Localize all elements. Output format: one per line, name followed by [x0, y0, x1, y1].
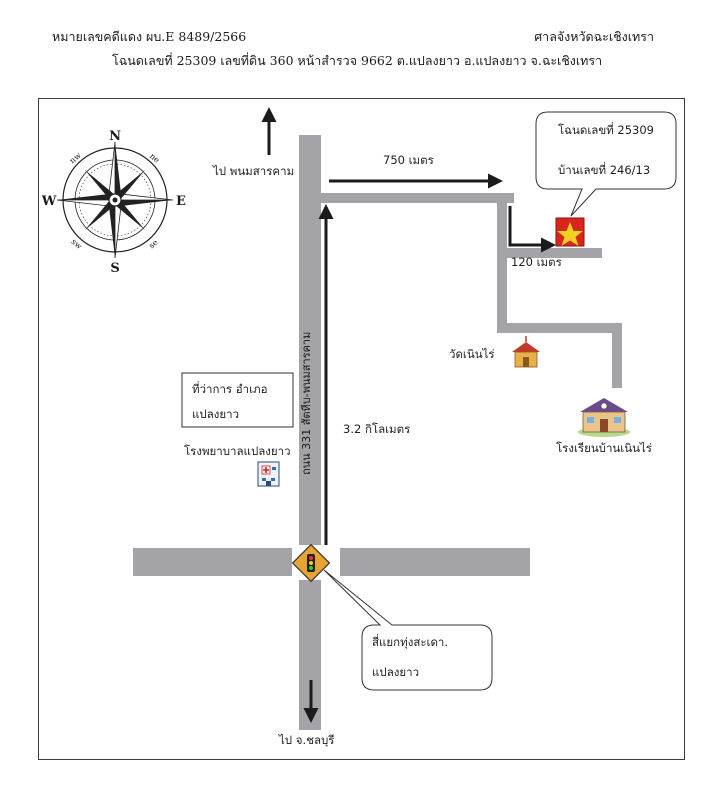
compass-rose: N S E W nw ne sw se [41, 129, 186, 276]
property-marker-icon [555, 217, 585, 247]
compass-w: W [41, 194, 57, 209]
distance-120m-label: 120 เมตร [511, 255, 562, 269]
hospital-icon [257, 461, 280, 487]
property-callout [535, 111, 677, 217]
main-road-south [299, 580, 321, 730]
arrow-120m [508, 206, 556, 253]
intersection-text-2: แปลงยาว [372, 665, 420, 679]
cross-road-west [133, 548, 292, 576]
compass-ne: ne [148, 151, 162, 164]
property-lane [507, 248, 602, 258]
intersection-text-1: สี่แยกทุ่งสะเดา. [372, 635, 449, 649]
district-office-text-1: ที่ว่าการ อำเภอ [192, 382, 268, 396]
hospital-label: โรงพยาบาลแปลงยาว [184, 444, 291, 458]
district-office-box [181, 372, 294, 428]
cross-road-east [340, 548, 530, 576]
temple-label: วัดเนินไร่ [449, 347, 495, 361]
compass-nw: nw [68, 151, 83, 166]
school-icon [578, 398, 630, 437]
compass-e: E [176, 194, 186, 209]
distance-750m-label: 750 เมตร [383, 153, 434, 167]
roads [133, 135, 622, 730]
deed-info-line: โฉนดเลขที่ 25309 เลขที่ดิน 360 หน้าสำรวจ… [112, 53, 603, 68]
case-number: หมายเลขคดีแดง ผบ.E 8489/2566 [52, 29, 247, 44]
road-name-label: ถนน 331 สัตหีบ-พนมสารคาม [300, 332, 313, 475]
side-road-east [321, 193, 514, 203]
map-frame [38, 98, 685, 760]
to-north-label: ไป พนมสารคาม [213, 164, 295, 178]
intersection-callout [323, 569, 493, 691]
court-name: ศาลจังหวัดฉะเชิงเทรา [534, 29, 654, 44]
main-road-north [299, 135, 321, 545]
side-road-down [497, 193, 507, 333]
school-label: โรงเรียนบ้านเนินไร่ [556, 441, 652, 455]
compass-s: S [110, 261, 119, 276]
compass-n: N [109, 129, 121, 144]
school-lane [612, 323, 622, 388]
district-office-text-2: แปลงยาว [192, 407, 240, 421]
temple-lane [497, 323, 622, 333]
route-arrows [261, 107, 556, 723]
to-south-label: ไป จ.ชลบุรี [279, 733, 335, 747]
distance-3-2km-label: 3.2 กิโลเมตร [343, 422, 411, 436]
traffic-signal-icon [291, 543, 331, 583]
temple-icon [512, 336, 540, 368]
property-house-text: บ้านเลขที่ 246/13 [558, 163, 651, 177]
property-deed-text: โฉนดเลขที่ 25309 [558, 123, 654, 137]
